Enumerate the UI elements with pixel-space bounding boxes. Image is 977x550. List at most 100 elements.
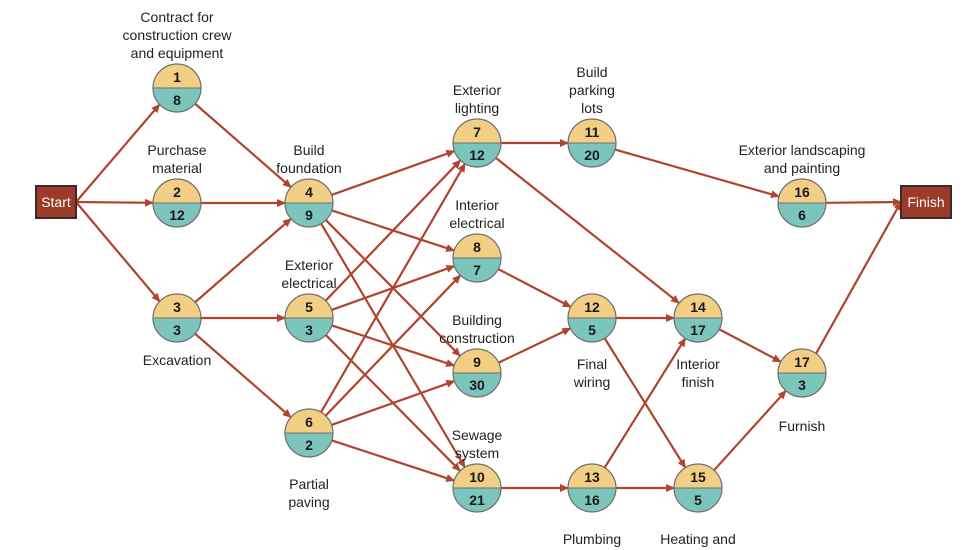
node-top-half	[453, 119, 501, 143]
node-bottom-half	[674, 488, 722, 512]
activity-label-line: construction	[439, 330, 514, 346]
arrow-15-to-17	[713, 390, 787, 471]
activity-label-line: Exterior	[453, 82, 502, 98]
node-top-half	[568, 294, 616, 318]
node-bottom-half	[568, 318, 616, 342]
activity-duration: 5	[694, 492, 702, 508]
activity-duration: 3	[305, 322, 313, 338]
activity-id: 13	[584, 469, 600, 485]
arrow-start-to-3	[75, 201, 161, 303]
arrow-16-to-finish	[825, 198, 902, 207]
node-top-half	[285, 179, 333, 203]
arrow-13-to-14	[603, 337, 687, 469]
activity-id: 16	[794, 184, 810, 200]
arrow-start-to-2	[75, 198, 155, 207]
activity-id: 9	[473, 354, 481, 370]
arrow-8-to-12	[497, 268, 572, 308]
finish-label: Finish	[907, 194, 944, 210]
activity-duration: 9	[305, 207, 313, 223]
activity-node-16: 166	[777, 178, 827, 228]
node-top-half	[778, 349, 826, 373]
node-top-half	[153, 64, 201, 88]
activity-label-line: wiring	[573, 374, 611, 390]
activity-label-line: Build	[576, 64, 607, 80]
node-top-half	[778, 179, 826, 203]
arrow-4-to-7	[331, 149, 456, 196]
activity-label-line: Exterior	[285, 257, 334, 273]
activity-duration: 7	[473, 262, 481, 278]
node-top-half	[153, 294, 201, 318]
activity-node-9: 930	[452, 348, 502, 398]
activity-duration: 12	[469, 147, 485, 163]
activity-label-line: and equipment	[131, 45, 224, 61]
activity-duration: 5	[588, 322, 596, 338]
activity-label-line: lots	[581, 100, 603, 116]
node-bottom-half	[453, 258, 501, 282]
activity-id: 6	[305, 414, 313, 430]
activity-label-line: Heating and	[660, 531, 736, 547]
arrow-5-to-7	[324, 159, 462, 302]
activity-duration: 3	[798, 377, 806, 393]
node-bottom-half	[453, 488, 501, 512]
activity-label-line: electrical	[281, 275, 336, 291]
activity-id: 12	[584, 299, 600, 315]
activity-duration: 21	[469, 492, 485, 508]
activity-id: 7	[473, 124, 481, 140]
activity-id: 5	[305, 299, 313, 315]
nodes-layer: 1821233495362712879301021112012513161417…	[152, 63, 827, 513]
activity-label-line: parking	[569, 82, 615, 98]
activity-node-7: 712	[452, 118, 502, 168]
activity-label-line: Contract for	[140, 9, 213, 25]
activity-node-3: 33	[152, 293, 202, 343]
activity-label-line: Final	[577, 356, 607, 372]
activity-label-line: material	[152, 160, 202, 176]
node-top-half	[568, 119, 616, 143]
activity-label-line: foundation	[276, 160, 341, 176]
arrow-7-to-14	[495, 157, 680, 304]
node-bottom-half	[778, 203, 826, 227]
activity-label-line: Purchase	[147, 142, 206, 158]
activity-id: 17	[794, 354, 810, 370]
arrow-9-to-12	[498, 327, 572, 364]
activity-duration: 6	[798, 207, 806, 223]
arrow-6-to-10	[331, 439, 456, 482]
node-top-half	[153, 179, 201, 203]
arrow-14-to-17	[718, 328, 782, 363]
node-bottom-half	[778, 373, 826, 397]
activity-id: 15	[690, 469, 706, 485]
activity-node-5: 53	[284, 293, 334, 343]
activity-label-line: Interior	[455, 197, 499, 213]
activity-node-1: 18	[152, 63, 202, 113]
node-bottom-half	[453, 143, 501, 167]
activity-id: 2	[173, 184, 181, 200]
arrow-6-to-8	[324, 274, 462, 417]
terminals-layer: Start Finish	[35, 185, 952, 219]
activity-duration: 3	[173, 322, 181, 338]
activity-label-line: paving	[288, 494, 329, 510]
node-bottom-half	[153, 318, 201, 342]
activity-label-line: Building	[452, 312, 502, 328]
node-bottom-half	[285, 433, 333, 457]
start-box: Start	[35, 185, 77, 219]
arrow-3-to-4	[194, 217, 292, 304]
activity-duration: 12	[169, 207, 185, 223]
arrow-6-to-7	[320, 162, 466, 413]
activity-label-line: finish	[682, 374, 715, 390]
activity-node-8: 87	[452, 233, 502, 283]
activity-duration: 16	[584, 492, 600, 508]
activity-duration: 2	[305, 437, 313, 453]
activity-label-line: Build	[293, 142, 324, 158]
node-bottom-half	[285, 318, 333, 342]
activity-label-line: lighting	[455, 100, 499, 116]
activity-duration: 17	[690, 322, 706, 338]
arrow-6-to-9	[331, 379, 456, 426]
activity-label-line: system	[455, 445, 499, 461]
activity-label-line: Sewage	[452, 427, 503, 443]
activity-id: 11	[585, 124, 600, 140]
activity-node-6: 62	[284, 408, 334, 458]
arrow-3-to-6	[194, 332, 292, 419]
activity-id: 10	[469, 469, 485, 485]
